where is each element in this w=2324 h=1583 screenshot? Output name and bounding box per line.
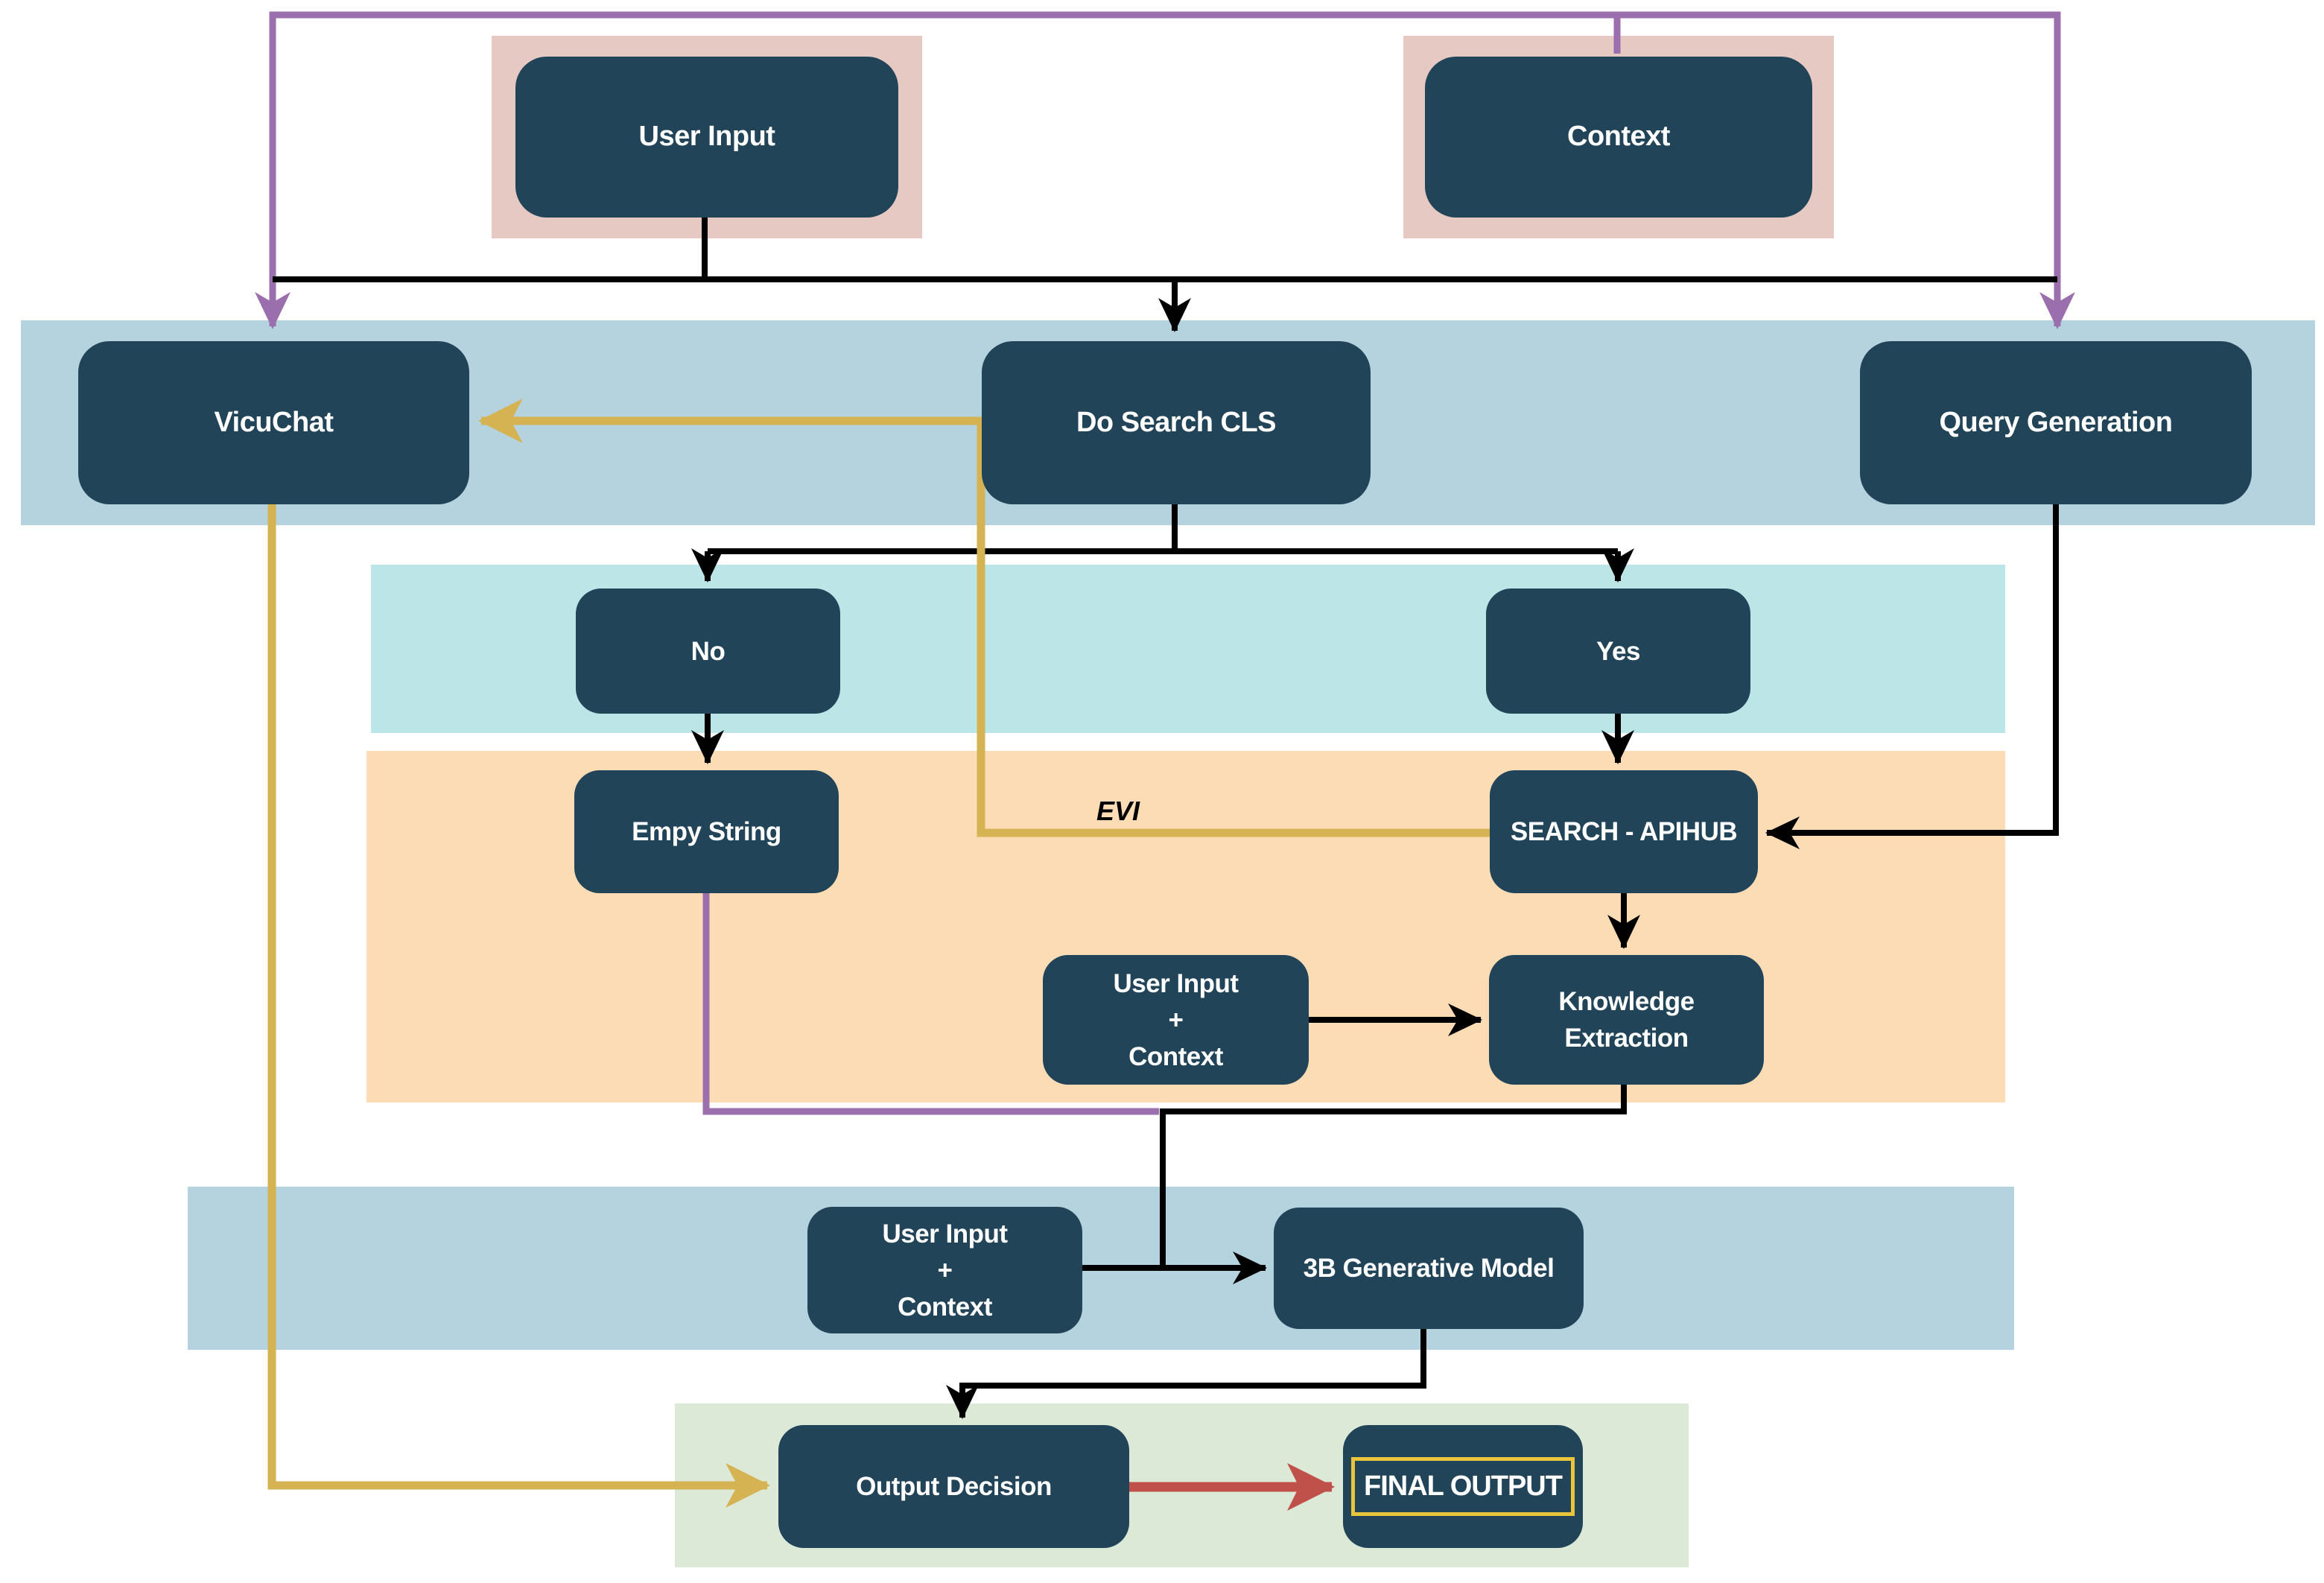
node-query-generation: Query Generation: [1860, 341, 2252, 504]
edge-context-to-query-generation: [1617, 11, 2075, 329]
edge-query-gen-to-search-apihub: [1765, 504, 2059, 849]
edge-evi-apihub-to-vicuchat: [478, 399, 1490, 837]
node-vicuchat: VicuChat: [78, 341, 469, 504]
node-no: No: [576, 589, 840, 714]
node-search-apihub: SEARCH - APIHUB: [1490, 770, 1758, 893]
node-knowledge-extraction: Knowledge Extraction: [1489, 955, 1764, 1085]
edge-context-to-vicuchat: [255, 11, 1617, 329]
edge-vicuchat-to-output: [267, 504, 770, 1508]
node-context: Context: [1425, 57, 1812, 218]
node-empy-string: Empy String: [574, 770, 839, 893]
final-output-label: FINAL OUTPUT: [1351, 1456, 1575, 1517]
node-user-input: User Input: [515, 57, 898, 218]
node-output-decision: Output Decision: [778, 1425, 1129, 1548]
edge-empy-string-to-junction: [702, 893, 1159, 1115]
node-user-input-context-1: User Input + Context: [1043, 955, 1309, 1085]
edge-knowledge-to-junction: [1160, 1085, 1627, 1268]
node-final-output: FINAL OUTPUT: [1343, 1425, 1583, 1548]
node-yes: Yes: [1486, 589, 1750, 714]
node-do-search-cls: Do Search CLS: [982, 341, 1371, 504]
edge-gen-model-to-output: [946, 1329, 1426, 1419]
edge-label-evi: EVI: [1096, 796, 1140, 826]
node-user-input-context-2: User Input + Context: [807, 1207, 1082, 1333]
node-generative-model: 3B Generative Model: [1274, 1208, 1584, 1329]
